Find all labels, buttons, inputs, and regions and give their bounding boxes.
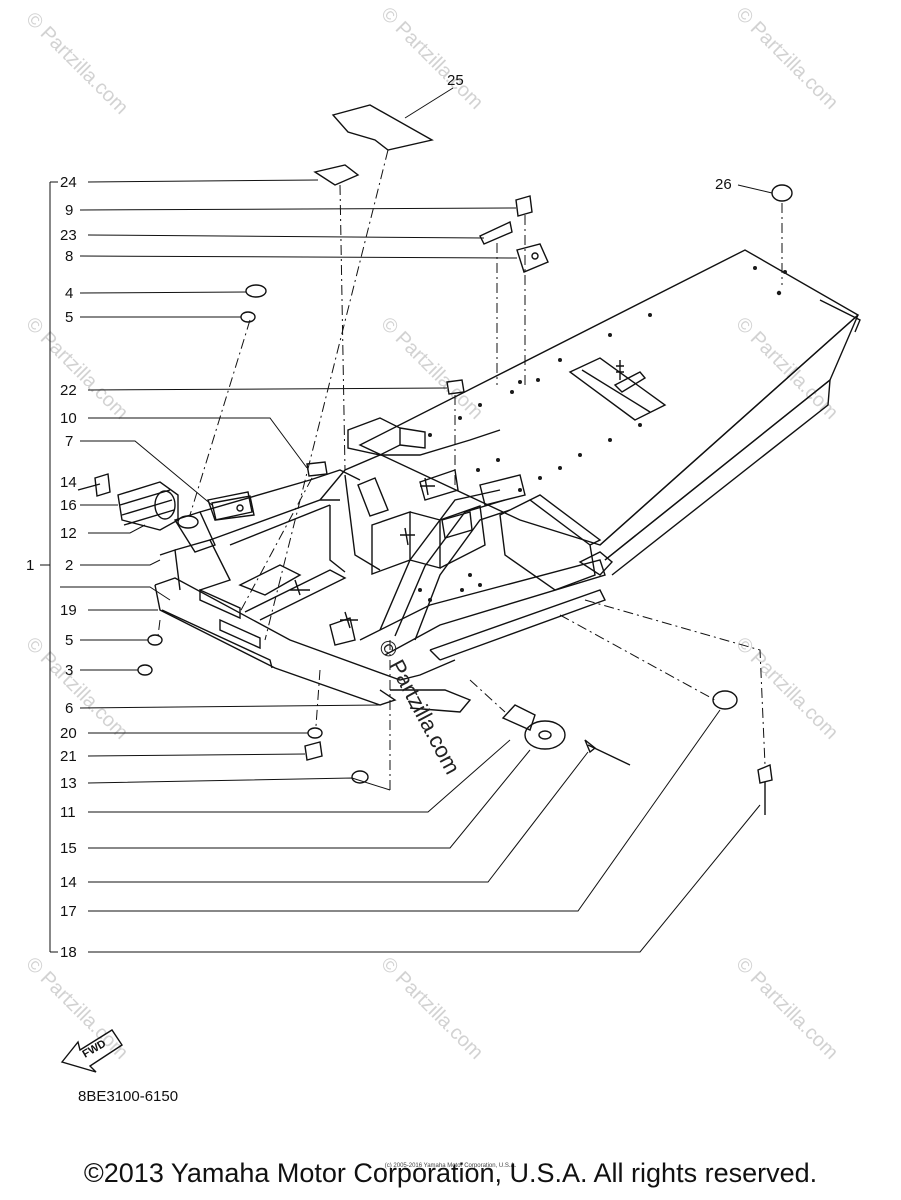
copyright-small: (c) 2005-2016 Yamaha Motor Corporation, …	[384, 1163, 517, 1169]
part-code: 8BE3100-6150	[78, 1088, 179, 1105]
callout-16: 16	[60, 497, 77, 514]
callout-11: 11	[60, 804, 76, 821]
watermark-text: © Partzilla.com	[731, 953, 842, 1064]
callout-22: 22	[60, 382, 77, 399]
callout-4: 4	[65, 285, 73, 302]
callout-24: 24	[60, 174, 77, 191]
callout-13: 13	[60, 775, 77, 792]
callout-2: 2	[65, 557, 73, 574]
watermark-text: © Partzilla.com	[21, 8, 132, 119]
callout-labels: 25 24 9 23 8 4 5 22 10 7 14 16 12 1 2 19…	[26, 72, 732, 961]
tunnel	[358, 249, 861, 576]
callout-23: 23	[60, 227, 77, 244]
watermark-text: © Partzilla.com	[21, 633, 132, 744]
callout-14-lower: 14	[60, 874, 77, 891]
main-frame	[154, 417, 614, 713]
callout-12: 12	[60, 525, 77, 542]
callout-5-upper: 5	[65, 309, 73, 326]
callout-20: 20	[60, 725, 77, 742]
callout-26: 26	[715, 176, 732, 193]
copyright-footer: ©2013 Yamaha Motor Corporation, U.S.A. A…	[83, 1158, 818, 1188]
assembly-lines	[157, 149, 783, 790]
watermark-text: © Partzilla.com	[21, 953, 132, 1064]
leader-lines	[40, 87, 773, 953]
callout-8: 8	[65, 248, 73, 265]
center-watermark: © Partzilla.com	[374, 636, 466, 779]
watermark-text: © Partzilla.com	[376, 313, 487, 424]
watermark-text: © Partzilla.com	[731, 633, 842, 744]
callout-3: 3	[65, 662, 73, 679]
watermark-text: © Partzilla.com	[731, 3, 842, 114]
callout-6: 6	[65, 700, 73, 717]
callout-10: 10	[60, 410, 77, 427]
callout-18: 18	[60, 944, 77, 961]
callout-1: 1	[26, 557, 34, 574]
watermark-text: © Partzilla.com	[376, 953, 487, 1064]
watermark-text: © Partzilla.com	[21, 313, 132, 424]
callout-19: 19	[60, 602, 77, 619]
callout-21: 21	[60, 748, 77, 765]
callout-17: 17	[60, 903, 77, 920]
watermark-group: © Partzilla.com © Partzilla.com © Partzi…	[21, 3, 842, 1064]
callout-25: 25	[447, 72, 464, 89]
callout-9: 9	[65, 202, 73, 219]
callout-5-lower: 5	[65, 632, 73, 649]
callout-15: 15	[60, 840, 77, 857]
watermark-text: © Partzilla.com	[376, 3, 487, 114]
callout-7: 7	[65, 433, 73, 450]
callout-14-upper: 14	[60, 474, 77, 491]
